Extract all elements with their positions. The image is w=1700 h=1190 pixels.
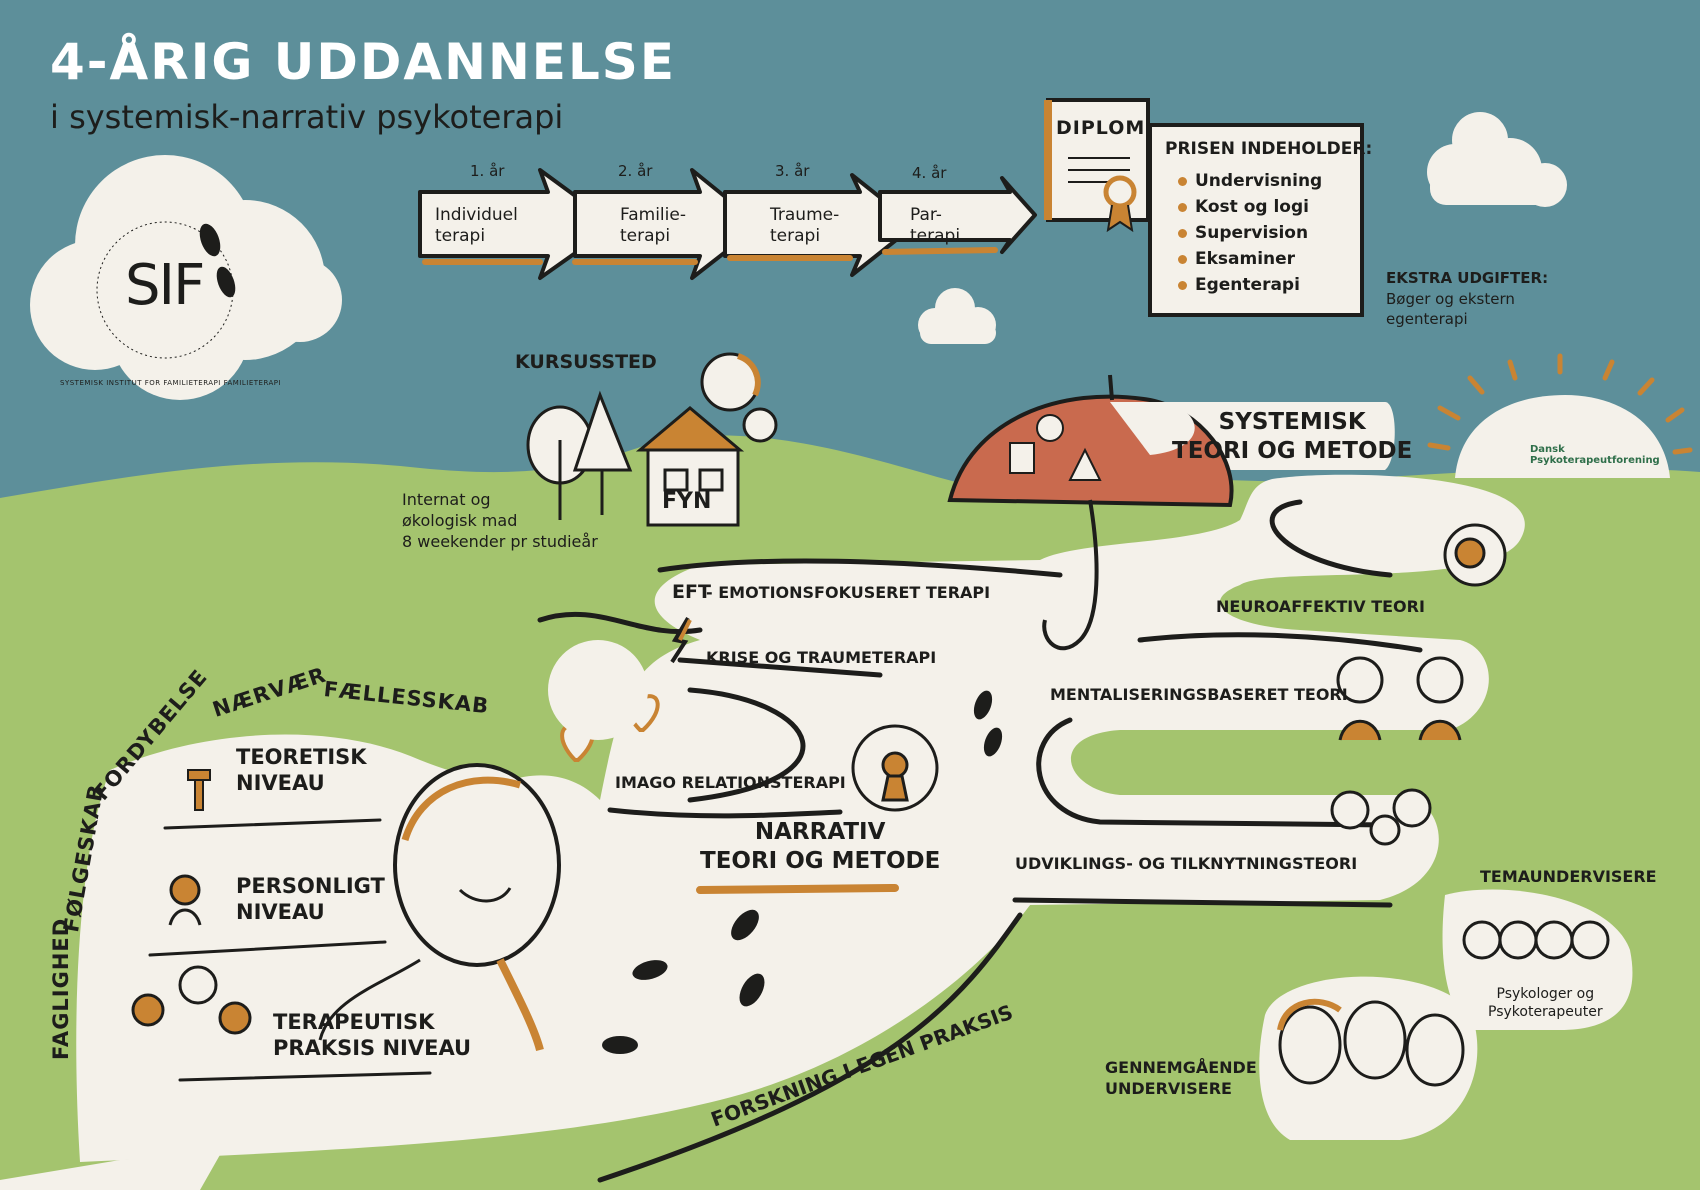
house-icon bbox=[635, 406, 745, 527]
year-1: 1. år bbox=[470, 162, 505, 180]
price-list: Undervisning Kost og logi Supervision Ek… bbox=[1178, 168, 1322, 298]
eft-abbr: EFT bbox=[672, 581, 711, 603]
person-icon bbox=[131, 874, 252, 1035]
value-word: FAGLIGHED bbox=[49, 917, 73, 1060]
dpf-logo-line1: Dansk bbox=[1530, 444, 1565, 455]
price-item: Kost og logi bbox=[1178, 194, 1322, 220]
step-family: Familie- terapi bbox=[620, 205, 686, 247]
road-lines bbox=[537, 499, 1423, 1183]
development-label: UDVIKLINGS- OG TILKNYTNINGSTEORI bbox=[1015, 854, 1358, 873]
extra-heading: EKSTRA UDGIFTER: bbox=[1386, 269, 1549, 287]
mental-label: MENTALISERINGSBASERET TEORI bbox=[1050, 685, 1348, 704]
diploma-icon bbox=[1044, 98, 1150, 233]
sif-logo-ring-text: SYSTEMISK INSTITUT FOR FAMILIETERAPI FAM… bbox=[60, 379, 282, 387]
crisis-label: KRISE OG TRAUMETERAPI bbox=[706, 648, 937, 667]
hammer-icon bbox=[187, 769, 211, 811]
cloud-icon bbox=[918, 288, 996, 344]
price-item: Egenterapi bbox=[1178, 272, 1322, 298]
person-icon bbox=[851, 523, 1507, 846]
level-personal: PERSONLIGT NIVEAU bbox=[236, 874, 385, 925]
tree-icon bbox=[526, 390, 633, 520]
sun-icon bbox=[1427, 353, 1693, 478]
venue-place: FYN bbox=[662, 489, 712, 514]
continuing-teachers: GENNEMGÅENDE UNDERVISERE bbox=[1105, 1058, 1257, 1098]
footprint-icon bbox=[602, 690, 1003, 1054]
venue-heading: KURSUSSTED bbox=[515, 351, 657, 373]
price-item: Eksaminer bbox=[1178, 246, 1322, 272]
umbrella-icon bbox=[947, 374, 1234, 651]
year-4: 4. år bbox=[912, 164, 947, 182]
neuro-label: NEUROAFFEKTIV TEORI bbox=[1216, 597, 1425, 616]
step-individual: Individuel terapi bbox=[435, 205, 518, 247]
level-theoretical: TEORETISK NIVEAU bbox=[236, 745, 367, 796]
level-practice: TERAPEUTISK PRAKSIS NIVEAU bbox=[273, 1010, 472, 1061]
year-2: 2. år bbox=[618, 162, 653, 180]
lightning-icon bbox=[670, 616, 692, 664]
levels-panel bbox=[76, 734, 1030, 1162]
step-trauma: Traume- terapi bbox=[770, 205, 840, 247]
person-icon bbox=[1277, 920, 1610, 1087]
eft-label: - EMOTIONSFOKUSERET TERAPI bbox=[706, 583, 991, 602]
theme-teachers-text: Psykologer og Psykoterapeuter bbox=[1488, 986, 1603, 1021]
crisis-vignette bbox=[548, 640, 648, 740]
sun-icon bbox=[700, 352, 778, 443]
page-subtitle: i systemisk-narrativ psykoterapi bbox=[50, 98, 564, 136]
venue-details: Internat og økologisk mad 8 weekender pr… bbox=[402, 490, 598, 551]
systemic-title: SYSTEMISK TEORI OG METODE bbox=[1172, 409, 1413, 464]
footprint-icon bbox=[199, 223, 236, 298]
person-icon bbox=[318, 763, 561, 1052]
page-title: 4-ÅRIG UDDANNELSE bbox=[50, 33, 676, 91]
theme-teachers-heading: TEMAUNDERVISERE bbox=[1480, 867, 1657, 886]
imago-label: IMAGO RELATIONSTERAPI bbox=[615, 773, 846, 792]
price-heading: PRISEN INDEHOLDER: bbox=[1165, 139, 1373, 159]
price-item: Supervision bbox=[1178, 220, 1322, 246]
sif-logo-text: SIF bbox=[125, 253, 205, 318]
year-3: 3. år bbox=[775, 162, 810, 180]
step-couple: Par- terapi bbox=[910, 205, 961, 247]
cloud-icon bbox=[1427, 112, 1567, 207]
extra-text: Bøger og ekstern egenterapi bbox=[1386, 290, 1515, 328]
narrative-title: NARRATIV TEORI OG METODE bbox=[700, 819, 941, 874]
dpf-logo-line2: Psykoterapeutforening bbox=[1530, 455, 1660, 466]
price-item: Undervisning bbox=[1178, 168, 1322, 194]
diploma-label: DIPLOM bbox=[1056, 117, 1146, 139]
